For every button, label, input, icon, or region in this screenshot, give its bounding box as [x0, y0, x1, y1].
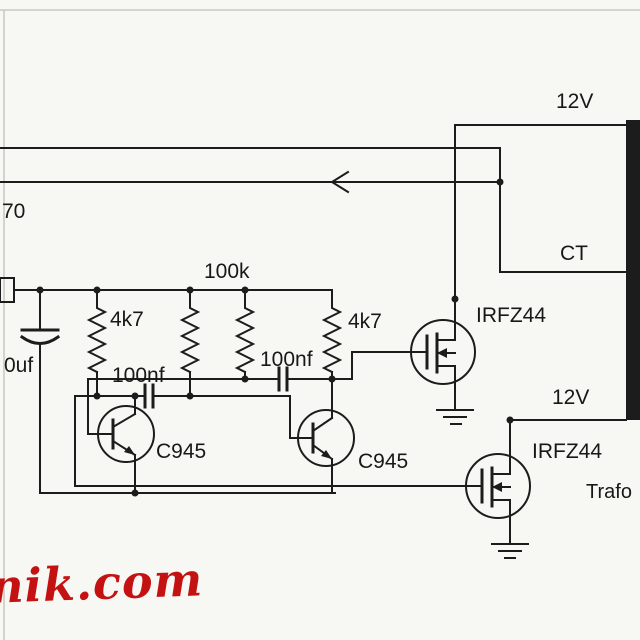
ground-symbol-lower: [491, 543, 529, 559]
label-center-tap: CT: [560, 242, 588, 265]
label-coupling-cap-right: 100nf: [260, 348, 313, 371]
site-watermark: nik.com: [0, 552, 205, 614]
label-coupling-cap-left: 100nf: [112, 364, 165, 387]
coupling-capacitor-left: [96, 383, 314, 439]
resistor-4k7-right: [321, 289, 343, 374]
mosfet-body-arrow-icon: [437, 348, 447, 358]
transistor-c945-left: [97, 395, 155, 494]
supply-wires: [0, 124, 627, 421]
label-transformer: Trafo: [586, 481, 632, 503]
label-mosfet-lower: IRFZ44: [532, 440, 602, 463]
label-supply-bottom: 12V: [552, 386, 589, 409]
label-electrolytic-cap: 0uf: [4, 354, 33, 377]
scan-frame: [0, 9, 640, 640]
transistor-c945-right: [297, 371, 355, 494]
label-transistor-left: C945: [156, 440, 206, 463]
emitter-arrow-icon: [321, 450, 332, 459]
mosfet-irfz44-upper: [331, 319, 476, 425]
astable-oscillator: [0, 277, 355, 494]
mosfet-body-arrow-icon: [492, 482, 502, 492]
label-collector-resistor-right: 4k7: [348, 310, 382, 333]
labels: 70 12V CT 12V Trafo IRFZ44 IRFZ44 100k 4…: [2, 90, 632, 503]
mosfet-irfz44-lower: [74, 395, 531, 559]
resistor-100k-right: [234, 289, 256, 374]
ground-symbol-upper: [436, 409, 474, 425]
label-transistor-right: C945: [358, 450, 408, 473]
transformer-winding-block: [626, 120, 640, 420]
current-arrow-icon: [330, 170, 350, 194]
label-supply-top: 12V: [556, 90, 593, 113]
series-resistor-box: [0, 277, 15, 303]
label-partial-value: 70: [2, 200, 25, 223]
resistor-4k7-left: [86, 289, 108, 374]
emitter-arrow-icon: [124, 446, 135, 455]
label-base-resistors: 100k: [204, 260, 250, 283]
label-mosfet-upper: IRFZ44: [476, 304, 546, 327]
resistor-100k-left: [179, 289, 201, 374]
electrolytic-capacitor: [19, 289, 61, 494]
junction-dots: [36, 178, 514, 497]
label-collector-resistor-left: 4k7: [110, 308, 144, 331]
